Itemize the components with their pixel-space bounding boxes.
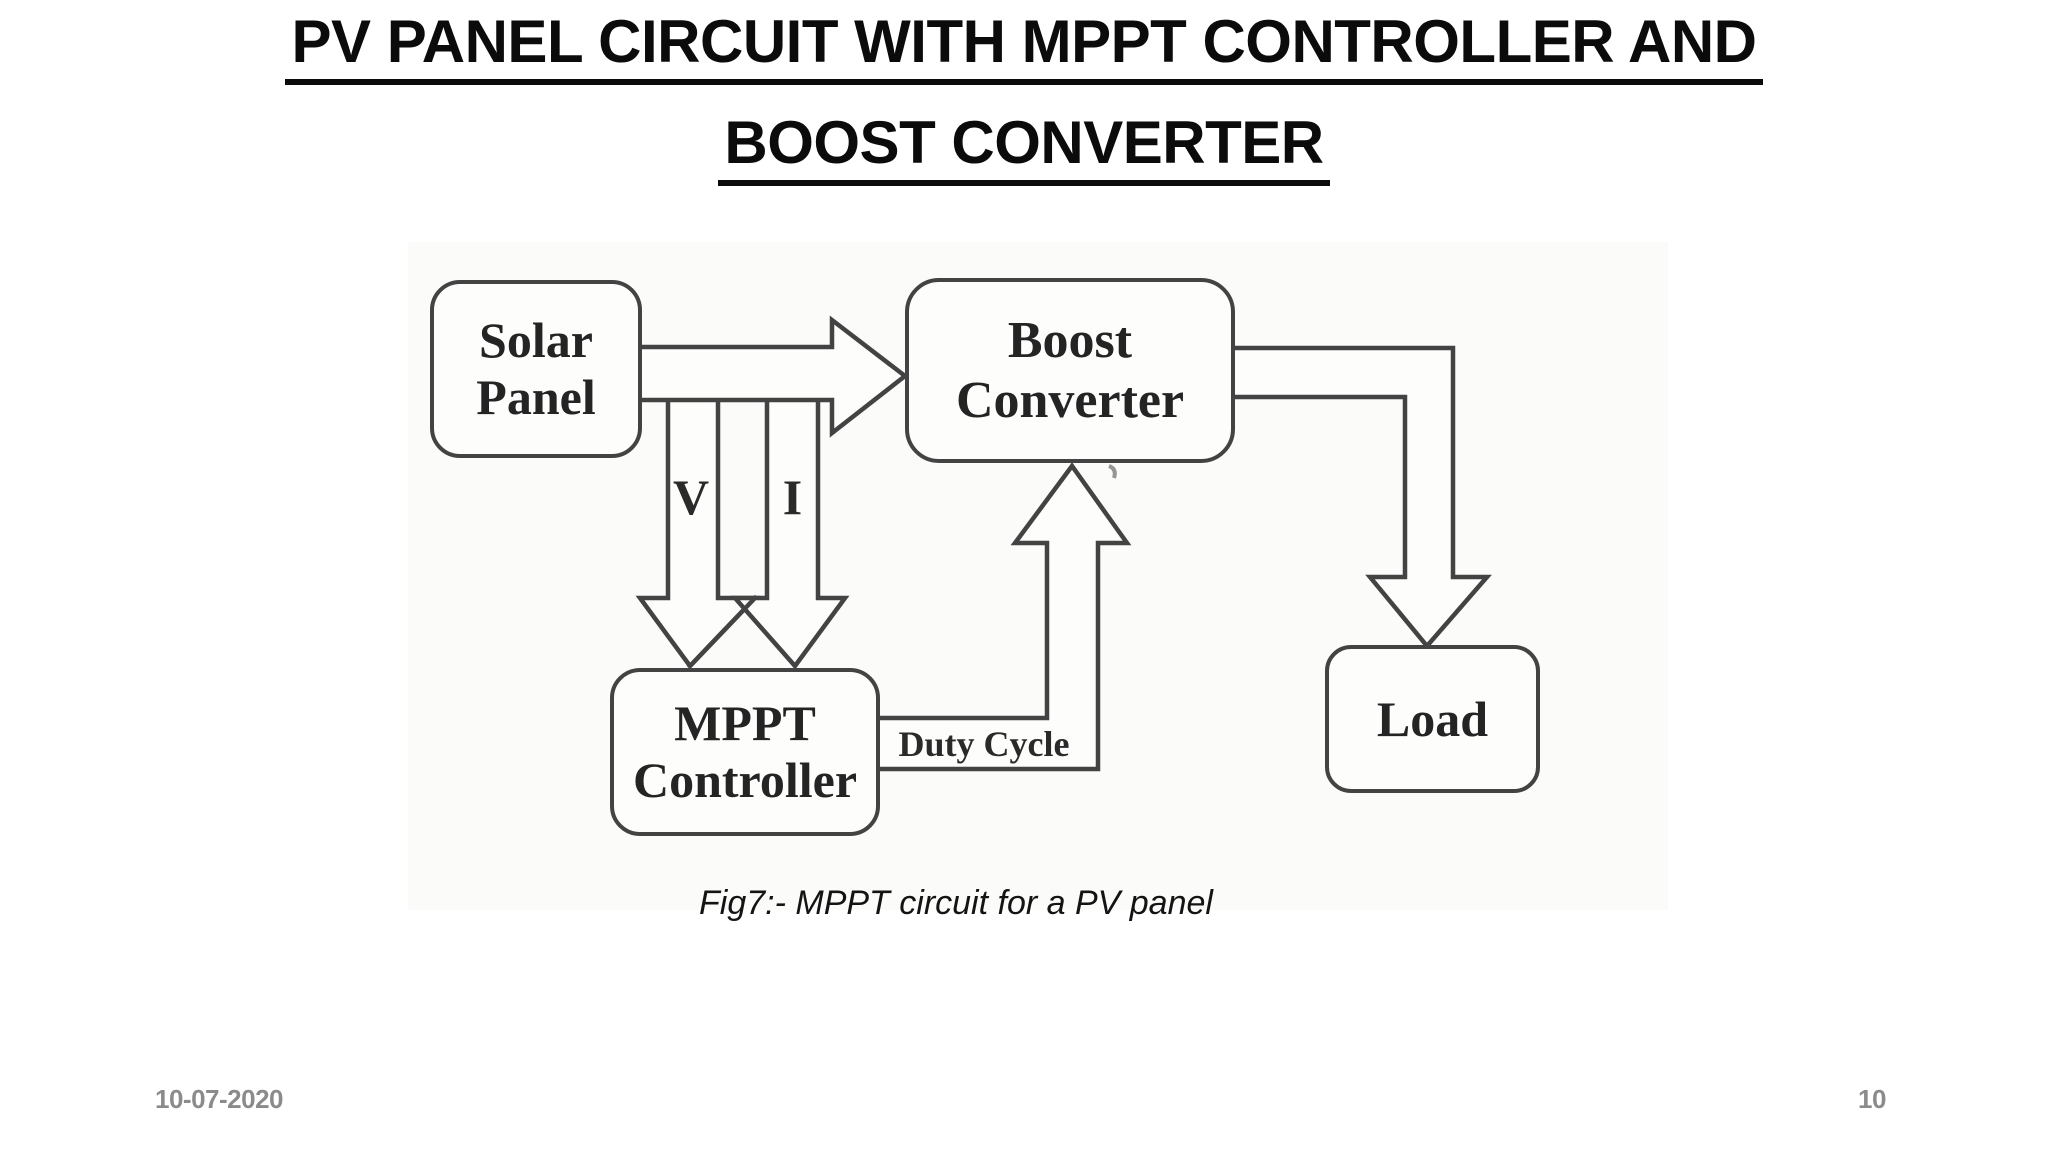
boost-converter-label-line1: Boost: [1007, 312, 1133, 370]
boost-converter-block: Boost Converter: [905, 278, 1235, 463]
voltage-arrow-label: V: [672, 469, 710, 525]
boost-converter-label-line2: Converter: [955, 371, 1185, 429]
title-row-2: BOOST CONVERTER: [0, 109, 2048, 187]
figure-caption: Fig7:- MPPT circuit for a PV panel: [699, 884, 1213, 922]
voltage-down-arrow: [635, 396, 761, 670]
mppt-controller-label-line1: MPPT: [674, 695, 816, 751]
footer-date: 10-07-2020: [155, 1084, 284, 1114]
duty-cycle-arrow-label: Duty Cycle: [898, 724, 1070, 764]
load-block: Load: [1325, 645, 1540, 793]
scan-artifact-mark: [1108, 464, 1117, 479]
title-row-1: PV PANEL CIRCUIT WITH MPPT CONTROLLER AN…: [0, 8, 2048, 86]
mppt-to-boost-duty-cycle-arrow: [877, 462, 1132, 772]
load-label: Load: [1376, 690, 1489, 747]
current-down-arrow: [730, 396, 850, 670]
slide-title: PV PANEL CIRCUIT WITH MPPT CONTROLLER AN…: [0, 8, 2048, 187]
solar-panel-block: Solar Panel: [430, 280, 642, 458]
footer-page-number: 10: [1858, 1084, 1886, 1114]
current-arrow-label: I: [782, 469, 803, 525]
mppt-controller-block: MPPT Controller: [610, 668, 880, 836]
solar-panel-label-line2: Panel: [476, 369, 596, 425]
boost-to-load-arrow: [1232, 345, 1492, 650]
title-line-1: PV PANEL CIRCUIT WITH MPPT CONTROLLER AN…: [285, 8, 1763, 86]
mppt-controller-label-line2: Controller: [632, 752, 858, 808]
voltage-arrowhead-outline: [686, 594, 759, 670]
solar-panel-label-line1: Solar: [479, 312, 593, 368]
title-line-2: BOOST CONVERTER: [718, 109, 1330, 187]
